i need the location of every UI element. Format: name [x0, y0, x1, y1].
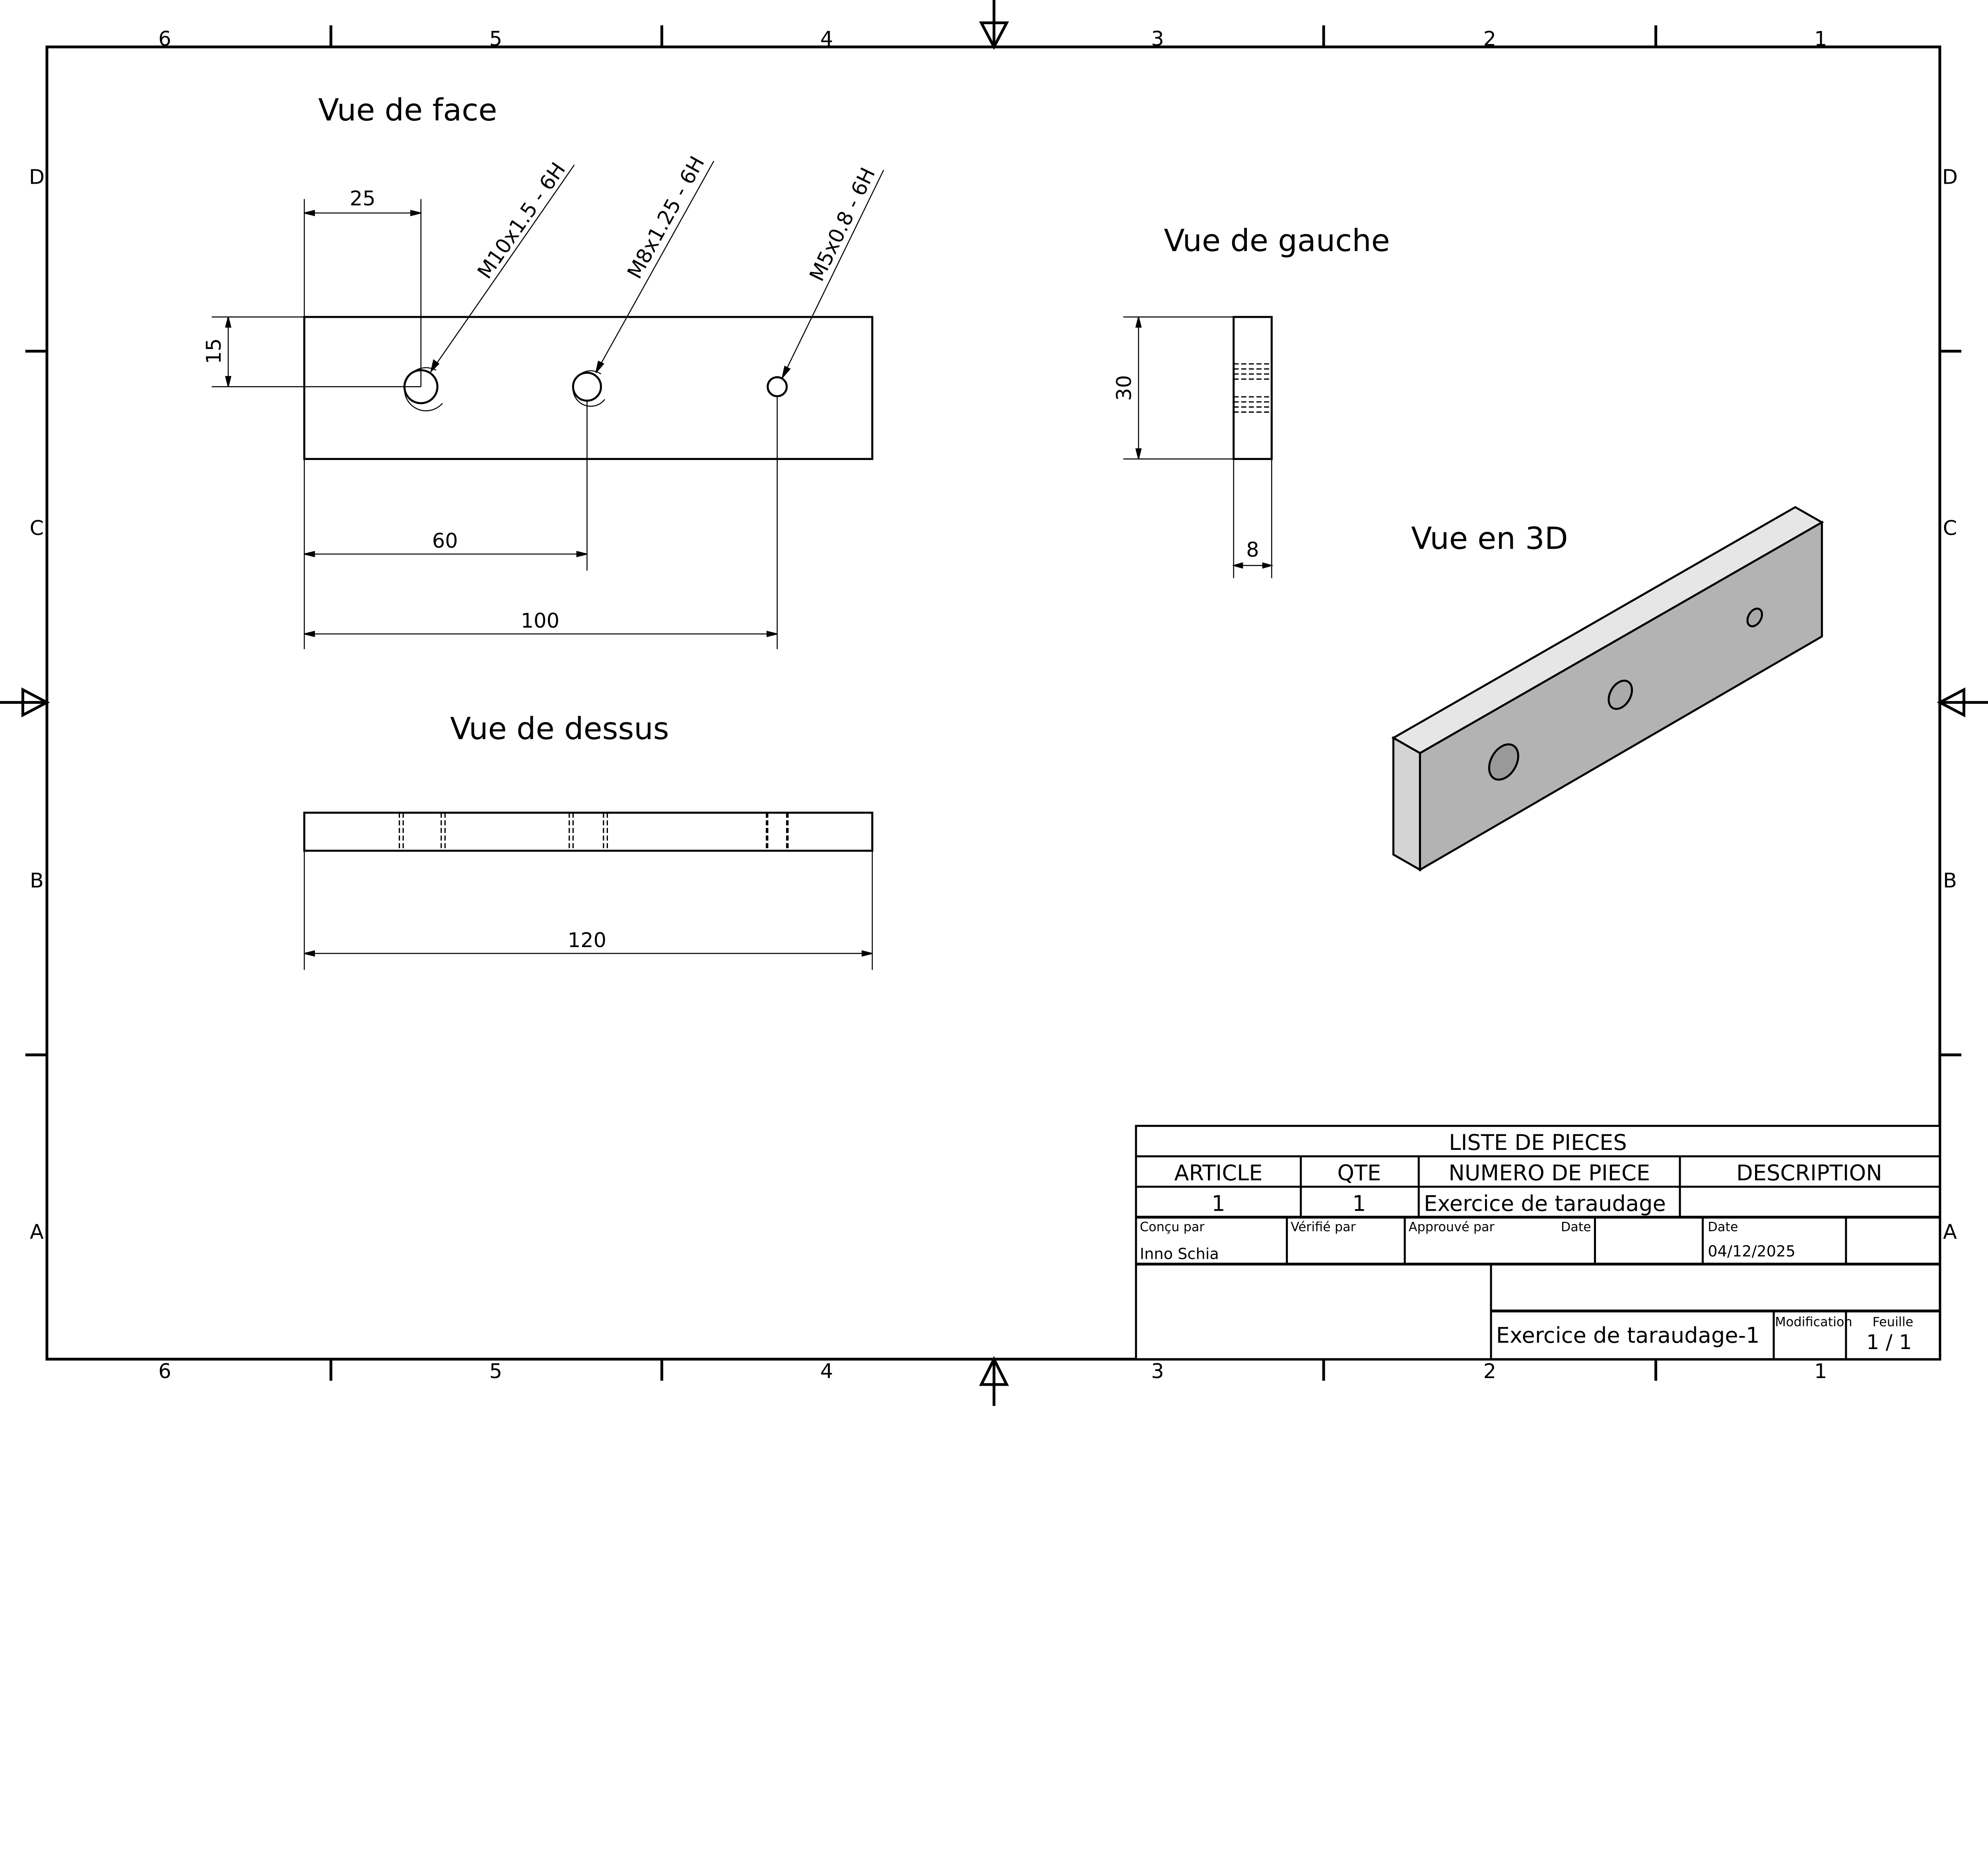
dimension-100-label: 100	[521, 609, 559, 633]
dimension-100	[304, 397, 778, 649]
left-view[interactable]: Vue de gauche 30 8	[1112, 223, 1390, 579]
zone-row-label: B	[30, 869, 44, 893]
date-label: Date	[1708, 1219, 1738, 1234]
zone-row-label: B	[1943, 869, 1957, 893]
iso-side-face	[1392, 736, 1421, 872]
zone-labels: 6 5 4 3 2 1 6 5 4 3 2 1 D C B A D C B A	[29, 27, 1958, 1383]
dimension-15-label: 15	[202, 338, 226, 364]
left-view-outline	[1233, 316, 1273, 460]
front-view[interactable]: Vue de face 25 15 60	[202, 93, 884, 649]
zone-col-label: 1	[1814, 1360, 1827, 1383]
iso-hole-m8	[1607, 680, 1633, 710]
zone-col-label: 5	[489, 1360, 502, 1383]
sheet-label: Feuille	[1873, 1314, 1914, 1329]
zone-col-label: 3	[1151, 27, 1164, 51]
centering-marks	[0, 0, 1988, 1406]
zone-row-label: C	[30, 517, 44, 540]
column-header-numero: NUMERO DE PIECE	[1448, 1161, 1650, 1186]
iso-hole-m10	[1488, 743, 1519, 781]
column-header-article: ARTICLE	[1174, 1161, 1262, 1186]
zone-row-label: D	[29, 165, 45, 189]
hole-m5	[767, 376, 788, 398]
parts-list: LISTE DE PIECES ARTICLE QTE NUMERO DE PI…	[1135, 1125, 1941, 1360]
dimension-60-label: 60	[432, 530, 458, 553]
designed-by-value: Inno Schia	[1140, 1245, 1219, 1263]
dimension-30-label: 30	[1112, 375, 1136, 401]
front-view-outline	[303, 316, 874, 460]
date-value: 04/12/2025	[1708, 1243, 1795, 1260]
zone-col-label: 2	[1483, 1360, 1496, 1383]
hidden-hole-lines	[398, 813, 789, 851]
dimension-120	[304, 850, 873, 970]
zone-col-label: 4	[820, 27, 833, 51]
designed-by-label: Conçu par	[1140, 1219, 1205, 1234]
approved-by-label: Approuvé par	[1409, 1219, 1495, 1234]
zone-row-label: A	[30, 1220, 44, 1244]
zone-col-label: 6	[158, 1360, 171, 1383]
dimension-25	[304, 199, 421, 387]
cell-article: 1	[1211, 1191, 1225, 1216]
column-header-description: DESCRIPTION	[1736, 1161, 1882, 1186]
top-view-outline	[303, 812, 874, 852]
column-header-qte: QTE	[1337, 1161, 1381, 1186]
zone-row-label: D	[1942, 165, 1958, 189]
modification-label: Modification	[1775, 1314, 1852, 1329]
sheet-number: 1 / 1	[1866, 1331, 1912, 1354]
zone-row-label: A	[1943, 1220, 1957, 1244]
drawing-sheet: 6 5 4 3 2 1 6 5 4 3 2 1 D C B A D C B A …	[0, 0, 1988, 1406]
drawing-title: Exercice de taraudage-1	[1496, 1323, 1760, 1348]
hole-m10	[403, 367, 443, 412]
thread-callout-m8: M8x1.25 - 6H	[623, 152, 709, 283]
iso-view[interactable]: Vue en 3D	[1391, 506, 1824, 872]
parts-list-title: LISTE DE PIECES	[1449, 1130, 1627, 1155]
hole-m8	[572, 370, 606, 407]
iso-view-title: Vue en 3D	[1411, 521, 1568, 557]
dimension-15	[212, 316, 421, 387]
iso-hole-m5	[1746, 608, 1763, 627]
zone-col-label: 2	[1483, 27, 1496, 51]
zone-col-label: 1	[1814, 27, 1827, 51]
dimension-120-label: 120	[568, 929, 606, 952]
zone-ticks	[25, 25, 1962, 1381]
dimension-25-label: 25	[350, 187, 376, 211]
checked-by-label: Vérifié par	[1291, 1219, 1356, 1234]
thread-hidden-lines	[1233, 363, 1272, 413]
thread-callout-m10: M10x1.5 - 6H	[473, 158, 570, 283]
approved-date-label: Date	[1561, 1219, 1591, 1234]
cell-numero: Exercice de taraudage	[1424, 1191, 1666, 1216]
zone-col-label: 5	[489, 27, 502, 51]
top-view-title: Vue de dessus	[450, 711, 669, 747]
dimension-8	[1232, 459, 1274, 579]
cell-qte: 1	[1352, 1191, 1366, 1216]
front-view-title: Vue de face	[318, 93, 497, 128]
dimension-8-label: 8	[1246, 538, 1259, 562]
left-view-title: Vue de gauche	[1164, 223, 1390, 258]
zone-col-label: 6	[158, 27, 171, 51]
zone-row-label: C	[1943, 517, 1957, 540]
thread-callout-m5: M5x0.8 - 6H	[805, 164, 880, 285]
zone-col-label: 3	[1151, 1360, 1164, 1383]
zone-col-label: 4	[820, 1360, 833, 1383]
top-view[interactable]: Vue de dessus 120	[303, 711, 874, 970]
title-block: Conçu par Inno Schia Vérifié par Approuv…	[1140, 1219, 1913, 1354]
thread-callout-leaders	[430, 161, 884, 379]
dimension-60	[304, 400, 588, 571]
dimension-30	[1123, 316, 1234, 460]
